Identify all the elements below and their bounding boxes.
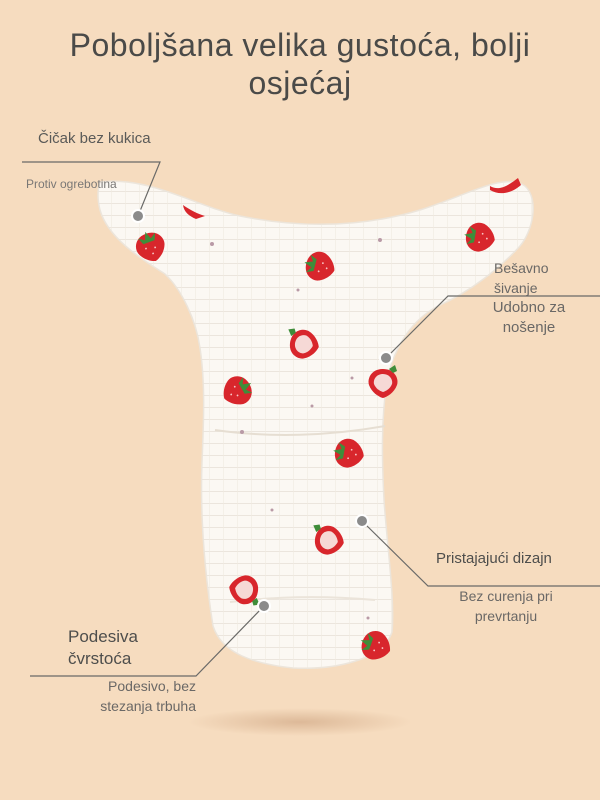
callout-lines (22, 161, 600, 677)
callout-fit-subtitle: Bez curenja pri prevrtanju (438, 586, 574, 626)
callout-fit-title: Pristajajući dizajn (436, 550, 552, 567)
title-line-1: Poboljšana velika gustoća, bolji (69, 27, 531, 63)
callout-seamless-subtitle: Udobno za nošenje (474, 298, 584, 338)
callout-adjustable-subtitle-line-2: stezanja trbuha (100, 698, 196, 714)
callout-adjustable-title-line-1: Podesiva (68, 627, 138, 646)
title-line-2: osjećaj (248, 65, 352, 101)
callout-fit-subtitle-line-2: prevrtanju (474, 608, 538, 624)
callout-velcro-subtitle: Protiv ogrebotina (26, 177, 117, 191)
callout-adjustable-title: Podesiva čvrstoća (68, 626, 138, 670)
callout-dot (131, 209, 393, 613)
callout-seamless-subtitle-line-1: Udobno za (492, 299, 566, 316)
callout-adjustable-subtitle: Podesivo, bez stezanja trbuha (60, 676, 196, 716)
callout-seamless-title-line-2: šivanje (494, 280, 538, 296)
callout-adjustable-subtitle-line-1: Podesivo, bez (108, 678, 196, 694)
callout-fit-subtitle-line-1: Bez curenja pri (459, 588, 553, 604)
callout-seamless-title: Bešavno šivanje (494, 258, 548, 298)
ground-shadow (188, 708, 412, 736)
callout-seamless-subtitle-line-2: nošenje (502, 319, 556, 336)
callout-adjustable-title-line-2: čvrstoća (68, 649, 132, 668)
callout-seamless-title-line-1: Bešavno (494, 260, 549, 276)
strawberry-print (131, 178, 521, 665)
page-title: Poboljšana velika gustoća, bolji osjećaj (0, 26, 600, 102)
callout-velcro-title: Čičak bez kukica (38, 130, 151, 147)
